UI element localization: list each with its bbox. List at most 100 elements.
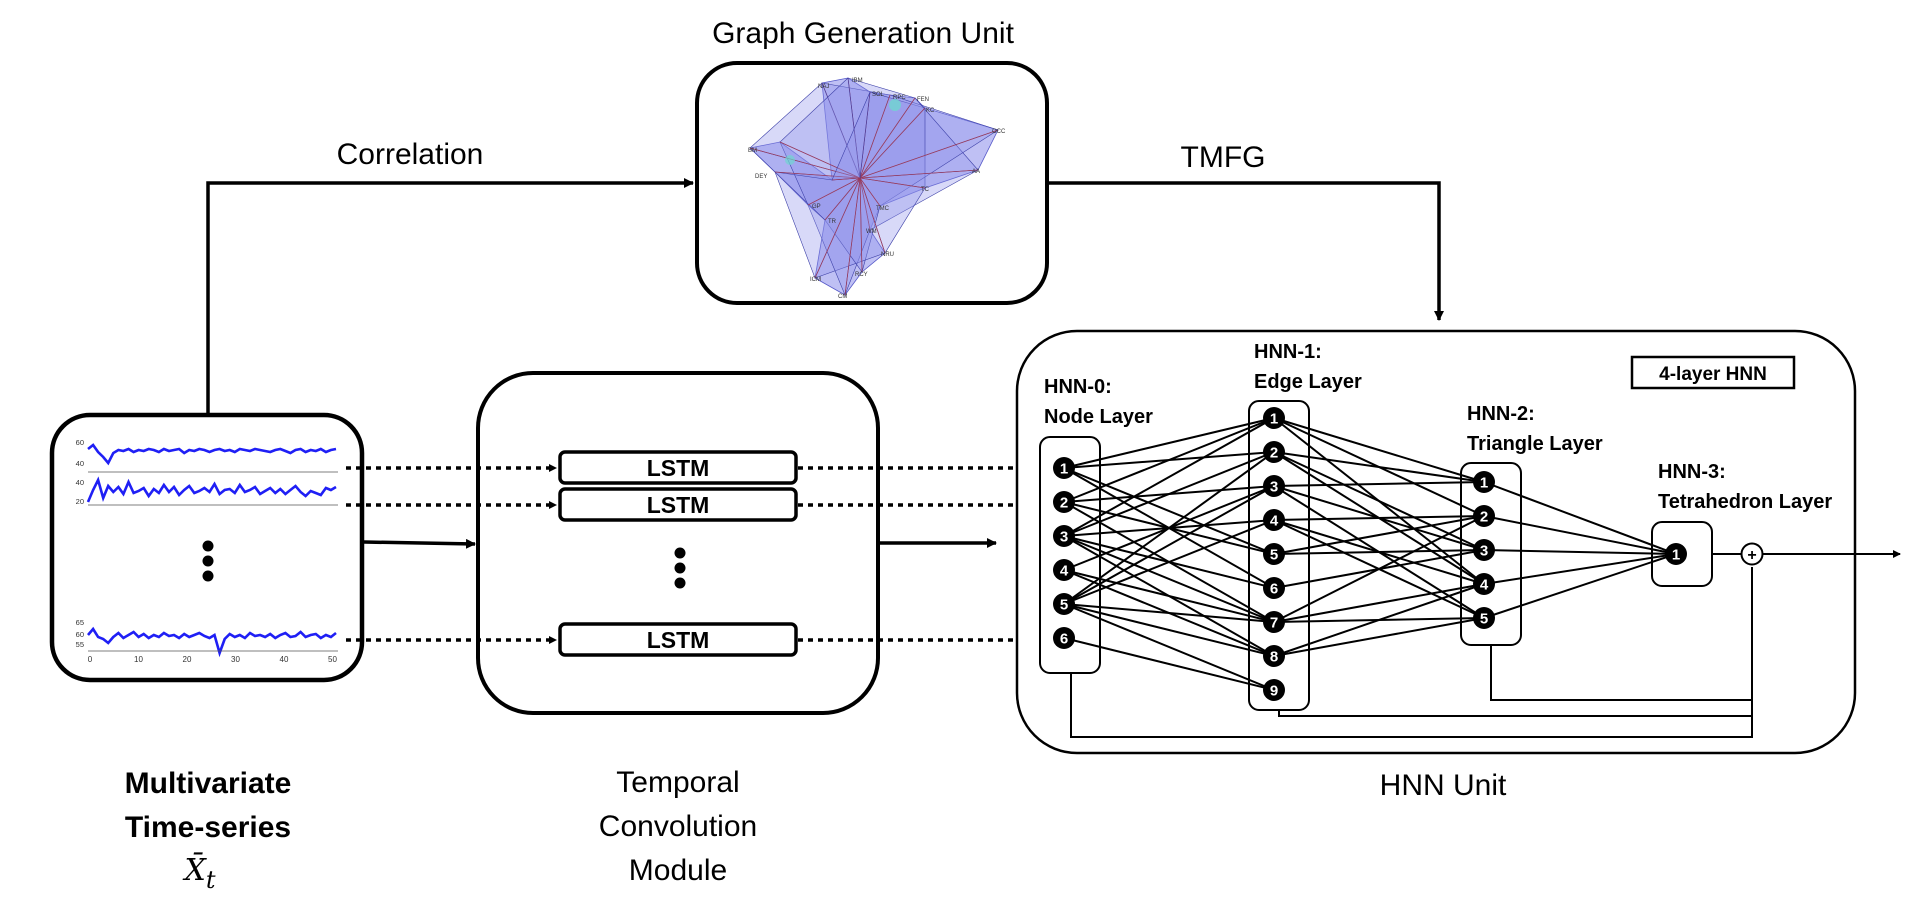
triangle-node-label: 2: [1480, 509, 1488, 526]
y-tick-label: 40: [76, 478, 84, 487]
edge-node-label: 2: [1270, 445, 1278, 462]
triangle-node-label: 3: [1480, 543, 1488, 560]
series-plot-1: [87, 443, 337, 466]
edge-triangle-link: [1273, 549, 1485, 555]
edge-node: 2: [1263, 441, 1285, 463]
edge-node: 3: [1263, 475, 1285, 497]
edge-triangle-link: [1273, 583, 1485, 623]
lstm-label: LSTM: [647, 492, 710, 518]
hnn3-heading-a: HNN-3:: [1658, 461, 1726, 483]
y-tick-label: 60: [76, 630, 84, 639]
node-node: 1: [1053, 457, 1075, 479]
node-node-label: 2: [1060, 495, 1068, 512]
triangle-node: 5: [1473, 607, 1495, 629]
graph-node-label: SOL: [872, 92, 885, 98]
edge-node: 4: [1263, 509, 1285, 531]
graph-node-label: KC: [926, 108, 935, 114]
node-node: 6: [1053, 627, 1075, 649]
series-plot-2: [86, 476, 337, 503]
layer-connections: [1063, 417, 1677, 691]
node-node-label: 3: [1060, 529, 1068, 546]
lstm-label: LSTM: [647, 455, 710, 481]
edge-node-label: 3: [1270, 479, 1278, 496]
edge-node-label: 9: [1270, 683, 1278, 700]
edge-node: 6: [1263, 577, 1285, 599]
node-node-label: 5: [1060, 597, 1068, 614]
edge-node-label: 8: [1270, 649, 1278, 666]
graph-node-label: RCY: [855, 272, 868, 278]
mts-to-tcm-arrow: [363, 538, 476, 549]
graph-node-label: TR: [828, 219, 837, 225]
hnn2-heading-a: HNN-2:: [1467, 403, 1535, 425]
tetra-node: 1: [1665, 543, 1687, 565]
triangle-tetra-link: [1483, 515, 1677, 555]
x-tick-label: 0: [88, 655, 93, 664]
triangle-node: 3: [1473, 539, 1495, 561]
graph-node-label: GP: [812, 204, 821, 210]
triangle-tetra-link: [1483, 549, 1677, 555]
edge-node: 9: [1263, 679, 1285, 701]
tcm-title-line1: Temporal: [616, 766, 739, 799]
node-edge-link: [1063, 603, 1275, 657]
edge-node: 8: [1263, 645, 1285, 667]
edge-node-label: 7: [1270, 615, 1278, 632]
node-edge-link: [1063, 417, 1275, 469]
graph-node-label: WM: [866, 229, 877, 235]
node-node: 5: [1053, 593, 1075, 615]
tmfg-arrow: [1048, 181, 1444, 321]
triangle-node: 4: [1473, 573, 1495, 595]
node-node-label: 4: [1060, 563, 1069, 580]
y-tick-label: 65: [76, 618, 84, 627]
x-tick-label: 30: [231, 655, 240, 664]
edge-triangle-link: [1273, 515, 1485, 623]
lstm-block-3: LSTM: [558, 622, 798, 657]
triangle-tetra-link: [1483, 553, 1677, 619]
hnn0-heading-a: HNN-0:: [1044, 376, 1112, 398]
edge-triangle-link: [1273, 481, 1485, 487]
triangle-node-label: 5: [1480, 611, 1488, 628]
node-node-label: 1: [1060, 461, 1068, 478]
edge-node-label: 6: [1270, 581, 1278, 598]
edge-node-label: 1: [1270, 411, 1278, 428]
series-plot-3: [87, 626, 337, 658]
node-edge-link: [1063, 535, 1275, 623]
hnn-unit-title: HNN Unit: [1380, 769, 1507, 802]
node-node: 3: [1053, 525, 1075, 547]
graph-generation-unit-title: Graph Generation Unit: [712, 17, 1014, 50]
hnn-badge-label: 4-layer HNN: [1659, 364, 1767, 385]
y-tick-label: 55: [76, 640, 84, 649]
mts-title-line1: Multivariate: [125, 767, 292, 800]
ellipsis-dots-lstm: [674, 547, 686, 589]
node-edge-link: [1063, 417, 1275, 503]
graph-node-label: BM: [748, 148, 757, 154]
node-edge-link: [1063, 485, 1275, 605]
triangle-node: 1: [1473, 471, 1495, 493]
edge-triangle-link: [1273, 515, 1485, 555]
x-tick-label: 10: [134, 655, 143, 664]
edge-triangle-link: [1273, 417, 1485, 483]
graph-node-label: NRU: [881, 252, 894, 258]
node-edge-link: [1063, 451, 1275, 537]
correlation-label: Correlation: [337, 138, 484, 171]
graph-node-label: TMC: [876, 206, 890, 212]
node-edge-link: [1063, 467, 1275, 555]
hnn1-heading-b: Edge Layer: [1254, 371, 1362, 393]
graph-node-label: DEY: [755, 174, 767, 180]
node-edge-link: [1063, 417, 1275, 537]
graph-node-label: AA: [972, 169, 980, 175]
node-node: 2: [1053, 491, 1075, 513]
x-tick-label: 20: [183, 655, 192, 664]
node-edge-link: [1063, 603, 1275, 623]
edge-triangle-link: [1273, 451, 1485, 483]
mts-symbol: X̄t: [182, 852, 215, 894]
hnn1-heading-a: HNN-1:: [1254, 341, 1322, 363]
lstm-label: LSTM: [647, 627, 710, 653]
node-edge-link: [1063, 519, 1275, 605]
edge-triangle-link: [1273, 583, 1485, 657]
triangle-node: 2: [1473, 505, 1495, 527]
lstm-block-1: LSTM: [558, 450, 798, 485]
